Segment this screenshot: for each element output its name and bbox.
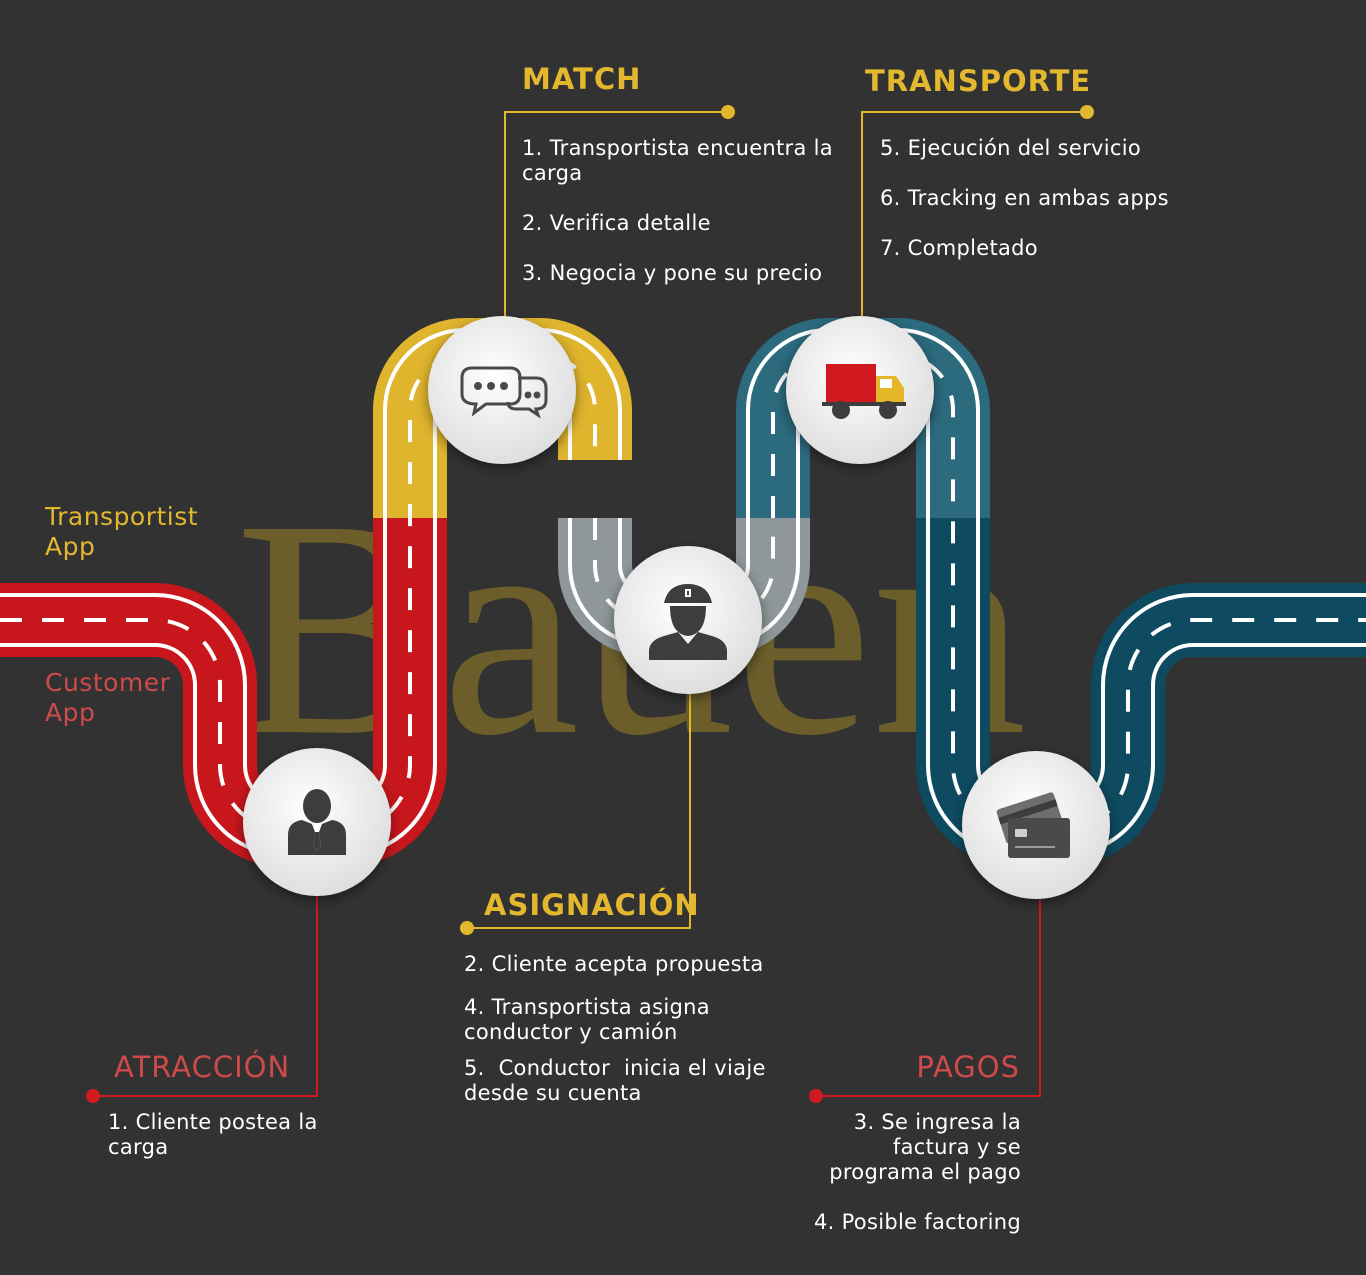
transporte-dot <box>1080 105 1094 119</box>
asignacion-step-1: 2. Cliente acepta propuesta <box>464 952 764 976</box>
lane-customer-label: Customer App <box>45 668 171 727</box>
match-step-1: 1. Transportista encuentra la carga <box>522 136 833 185</box>
atraccion-dot <box>86 1089 100 1103</box>
asignacion-step-2: 4. Transportista asigna conductor y cami… <box>464 995 710 1044</box>
pagos-connector <box>816 895 1041 1097</box>
milestone-pagos <box>962 751 1110 899</box>
match-step-2: 2. Verifica detalle <box>522 211 711 235</box>
atraccion-step-1: 1. Cliente postea la carga <box>108 1110 318 1159</box>
lane-transportist-label: Transportist App <box>45 502 199 561</box>
asignacion-dot <box>460 921 474 935</box>
pagos-title: PAGOS <box>916 1050 1020 1084</box>
pagos-step-2: 4. Posible factoring <box>813 1210 1021 1234</box>
milestone-match <box>428 316 576 464</box>
milestone-asignacion <box>614 546 762 694</box>
atraccion-title: ATRACCIÓN <box>114 1050 291 1084</box>
pagos-step-1: 3. Se ingresa la factura y se programa e… <box>829 1110 1021 1184</box>
match-step-3: 3. Negocia y pone su precio <box>522 261 823 285</box>
connector-lines <box>86 105 1094 1103</box>
pagos-dot <box>809 1089 823 1103</box>
milestone-transporte <box>786 316 934 464</box>
person-icon <box>288 789 346 855</box>
asignacion-title: ASIGNACIÓN <box>484 888 700 922</box>
chat-icon <box>460 366 548 419</box>
driver-icon <box>649 584 727 660</box>
match-title: MATCH <box>522 62 642 96</box>
asignacion-step-3: 5. Conductor inicia el viaje desde su cu… <box>464 1056 766 1105</box>
credit-card-icon <box>996 792 1070 858</box>
asignacion-connector <box>467 690 691 929</box>
match-connector <box>504 111 728 318</box>
match-dot <box>721 105 735 119</box>
truck-icon <box>822 364 906 419</box>
milestone-atraccion <box>243 748 391 896</box>
transporte-step-2: 6. Tracking en ambas apps <box>880 186 1169 210</box>
atraccion-connector <box>93 895 318 1097</box>
transporte-step-1: 5. Ejecución del servicio <box>880 136 1142 160</box>
transporte-connector <box>861 111 1087 318</box>
transporte-title: TRANSPORTE <box>865 64 1092 98</box>
transporte-step-3: 7. Completado <box>880 236 1038 260</box>
